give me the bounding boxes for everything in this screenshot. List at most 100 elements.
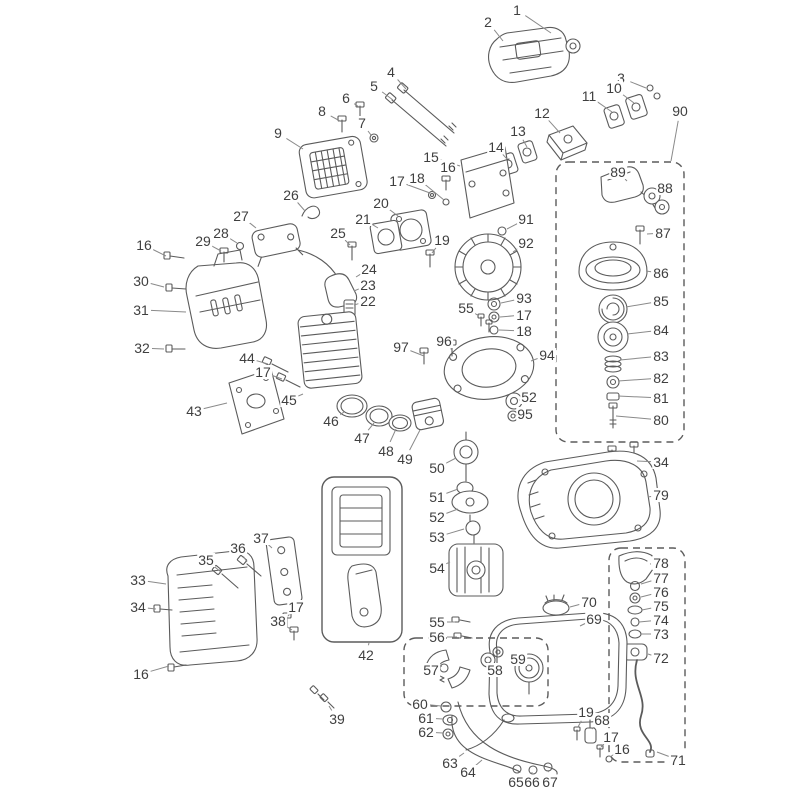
leader-line-74 (638, 620, 652, 623)
part-label-26: 26 (282, 187, 300, 203)
part-label-10: 10 (605, 80, 623, 96)
leader-line-64 (475, 759, 483, 766)
part-label-42: 42 (357, 647, 375, 663)
part-label-5: 5 (369, 78, 379, 94)
part-label-17: 17 (602, 729, 620, 745)
leader-line-33 (147, 580, 167, 585)
intake-gasket-stack-icon (498, 84, 661, 176)
air-filter-box-icon (331, 486, 391, 628)
leader-line-31 (150, 309, 187, 313)
part-label-96: 96 (435, 333, 453, 349)
part-label-69: 69 (585, 611, 603, 627)
leader-line-17 (406, 183, 431, 194)
part-label-45: 45 (280, 392, 298, 408)
leader-line-63 (457, 752, 465, 758)
piston-rings-icon (336, 394, 445, 432)
part-label-76: 76 (652, 584, 670, 600)
leader-line-93 (500, 299, 515, 304)
part-label-84: 84 (652, 322, 670, 338)
part-label-38: 38 (269, 613, 287, 629)
part-label-51: 51 (428, 489, 446, 505)
part-label-54: 54 (428, 560, 446, 576)
leader-line-69 (579, 623, 586, 627)
leader-line-45 (297, 393, 304, 397)
part-label-17: 17 (388, 173, 406, 189)
leader-line-48 (389, 428, 397, 443)
leader-line-35 (213, 565, 222, 573)
part-label-92: 92 (517, 235, 535, 251)
throttle-assembly-icon (618, 551, 656, 758)
leader-line-39 (328, 705, 333, 711)
leader-line-27 (248, 221, 257, 229)
part-label-36: 36 (229, 540, 247, 556)
part-label-2: 2 (483, 14, 493, 30)
part-label-17: 17 (515, 307, 533, 323)
part-label-1: 1 (512, 2, 522, 18)
leader-line-32 (151, 348, 165, 350)
leader-line-84 (626, 330, 652, 335)
leader-line-16 (609, 754, 614, 758)
part-label-15: 15 (422, 149, 440, 165)
part-label-85: 85 (652, 293, 670, 309)
leader-line-28 (229, 237, 238, 244)
part-label-24: 24 (360, 261, 378, 277)
leader-line-14 (502, 154, 508, 160)
part-label-53: 53 (428, 529, 446, 545)
leader-line-17 (272, 375, 283, 380)
part-label-19: 19 (433, 232, 451, 248)
leader-line-72 (647, 653, 652, 656)
part-label-44: 44 (238, 350, 256, 366)
part-label-13: 13 (509, 123, 527, 139)
part-label-4: 4 (386, 64, 396, 80)
part-label-17: 17 (287, 599, 305, 615)
part-label-3: 3 (616, 70, 626, 86)
leader-line-6 (353, 103, 360, 108)
leader-line-70 (569, 604, 580, 608)
leader-line-68 (591, 726, 595, 730)
part-label-65: 65 (507, 774, 525, 790)
part-label-72: 72 (652, 650, 670, 666)
part-label-34: 34 (652, 454, 670, 470)
part-label-73: 73 (652, 626, 670, 642)
muffler-icon (298, 135, 368, 199)
leader-line-16 (150, 665, 170, 672)
part-label-88: 88 (656, 180, 674, 196)
leader-line-75 (641, 607, 652, 611)
part-label-25: 25 (329, 225, 347, 241)
leader-line-17 (499, 315, 515, 318)
grommets-icon (440, 701, 458, 740)
leader-line-54 (445, 561, 451, 565)
leader-line-89 (624, 178, 628, 182)
part-label-55: 55 (457, 300, 475, 316)
part-label-66: 66 (523, 774, 541, 790)
leader-line-83 (619, 356, 652, 361)
leader-line-71 (656, 751, 669, 757)
part-label-28: 28 (212, 225, 230, 241)
part-label-89: 89 (609, 164, 627, 180)
part-label-35: 35 (197, 552, 215, 568)
mounting-bolts-icon (337, 82, 457, 147)
leader-line-91 (506, 223, 518, 230)
leader-line-5 (381, 91, 394, 101)
leader-line-29 (211, 245, 222, 252)
leader-line-80 (615, 415, 652, 420)
part-label-52: 52 (428, 509, 446, 525)
mount-bracket-icon (211, 536, 303, 641)
part-label-9: 9 (273, 125, 283, 141)
leader-line-7 (367, 130, 372, 136)
part-label-17: 17 (254, 364, 272, 380)
leader-line-77 (640, 580, 652, 585)
leader-line-43 (203, 402, 228, 410)
fuel-filter-icon (573, 719, 613, 763)
leader-line-13 (522, 139, 528, 148)
leader-line-17 (600, 743, 605, 748)
leader-line-36 (242, 556, 248, 563)
part-label-16: 16 (135, 237, 153, 253)
leader-line-26 (297, 202, 306, 212)
part-label-12: 12 (533, 105, 551, 121)
cylinder-icon (261, 311, 363, 389)
part-label-32: 32 (133, 340, 151, 356)
part-label-91: 91 (517, 211, 535, 227)
part-label-11: 11 (580, 88, 598, 104)
